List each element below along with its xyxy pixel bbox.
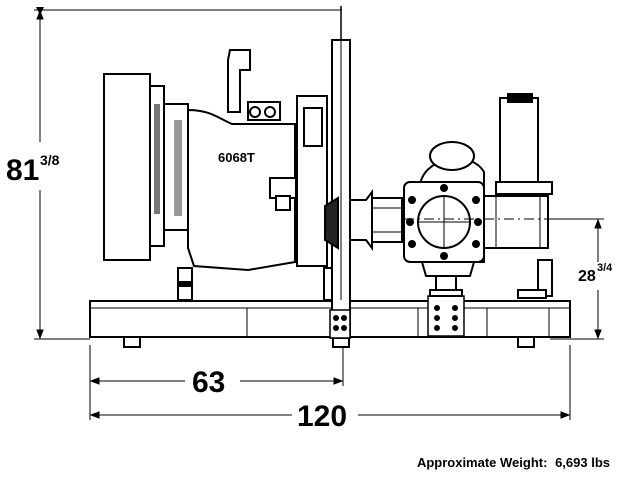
centerline-height-label: 28 xyxy=(578,268,596,286)
overall-length-label: 120 xyxy=(297,402,347,432)
dimension-lines xyxy=(34,7,604,420)
drive-coupling xyxy=(324,189,403,251)
diesel-engine xyxy=(103,49,337,301)
weight-value: 6,693 lbs xyxy=(555,455,610,470)
engine-length-value: 63 xyxy=(192,366,226,399)
weight-label: Approximate Weight: xyxy=(416,455,548,470)
engine-model-label: 6068T xyxy=(218,150,255,165)
centerline-height-fraction: 3/4 xyxy=(597,262,613,274)
overall-height-label: 81 xyxy=(6,156,39,186)
overall-length-value: 120 xyxy=(297,400,348,433)
approximate-weight: Approximate Weight: 6,693 lbs xyxy=(417,455,610,470)
engine-length-label: 63 xyxy=(192,368,225,398)
overall-height-fraction: 3/8 xyxy=(40,152,60,168)
panel-frame xyxy=(329,6,351,339)
overall-height-value: 81 xyxy=(6,154,40,187)
centrifugal-pump xyxy=(403,93,553,299)
centerline-height-value: 28 xyxy=(578,268,596,285)
